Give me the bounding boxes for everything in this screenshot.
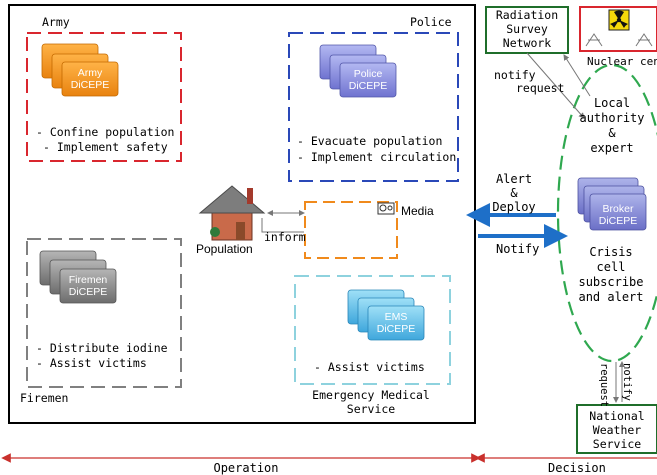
population-label: Population — [196, 242, 253, 256]
request-top-label: request — [516, 81, 565, 95]
ems-task-1: - Assist victims — [314, 360, 425, 374]
nuclear-label: Nuclear central — [587, 55, 657, 68]
inform-connector — [261, 218, 304, 233]
police-box — [288, 32, 459, 182]
firemen-task-2: - Assist victims — [36, 356, 147, 370]
notify-top-label: notify — [494, 68, 536, 82]
firemen-title: Firemen — [20, 391, 69, 405]
operation-axis-label: Operation — [213, 461, 279, 475]
inform-label: inform — [264, 230, 306, 244]
firemen-box — [26, 238, 182, 388]
camera-icon — [377, 202, 395, 215]
request-top-arrow — [563, 54, 591, 97]
radiation-hazard-icon — [608, 9, 630, 31]
notify-label: Notify — [496, 242, 540, 256]
ems-dicepe-stack — [347, 289, 425, 341]
ems-box — [294, 275, 451, 385]
house-icon — [198, 185, 266, 241]
army-task-2: - Implement safety — [43, 140, 168, 154]
notify-bottom-label: notify — [620, 363, 633, 401]
request-bottom-label: request — [598, 362, 611, 408]
alert-deploy-label: Alert&Deploy — [492, 172, 536, 214]
notify-top-arrow — [526, 52, 585, 119]
firemen-task-1: - Distribute iodine — [36, 341, 168, 355]
weather-box — [576, 404, 657, 454]
media-label: Media — [401, 204, 434, 218]
firemen-dicepe-stack — [39, 250, 117, 304]
broker-dicepe-stack — [577, 177, 647, 231]
radiation-box — [485, 6, 569, 54]
army-dicepe-stack — [41, 43, 119, 97]
police-task-1: - Evacuate population — [297, 134, 443, 148]
police-task-2: - Implement circulation — [297, 150, 457, 164]
army-task-1: - Confine population — [36, 125, 175, 139]
army-box — [26, 32, 182, 162]
decision-axis-label: Decision — [548, 461, 606, 475]
police-title: Police — [410, 15, 452, 29]
media-box — [304, 201, 398, 259]
army-title: Army — [42, 15, 70, 29]
police-dicepe-stack — [319, 44, 397, 98]
transmission-tower-icon — [585, 33, 653, 47]
